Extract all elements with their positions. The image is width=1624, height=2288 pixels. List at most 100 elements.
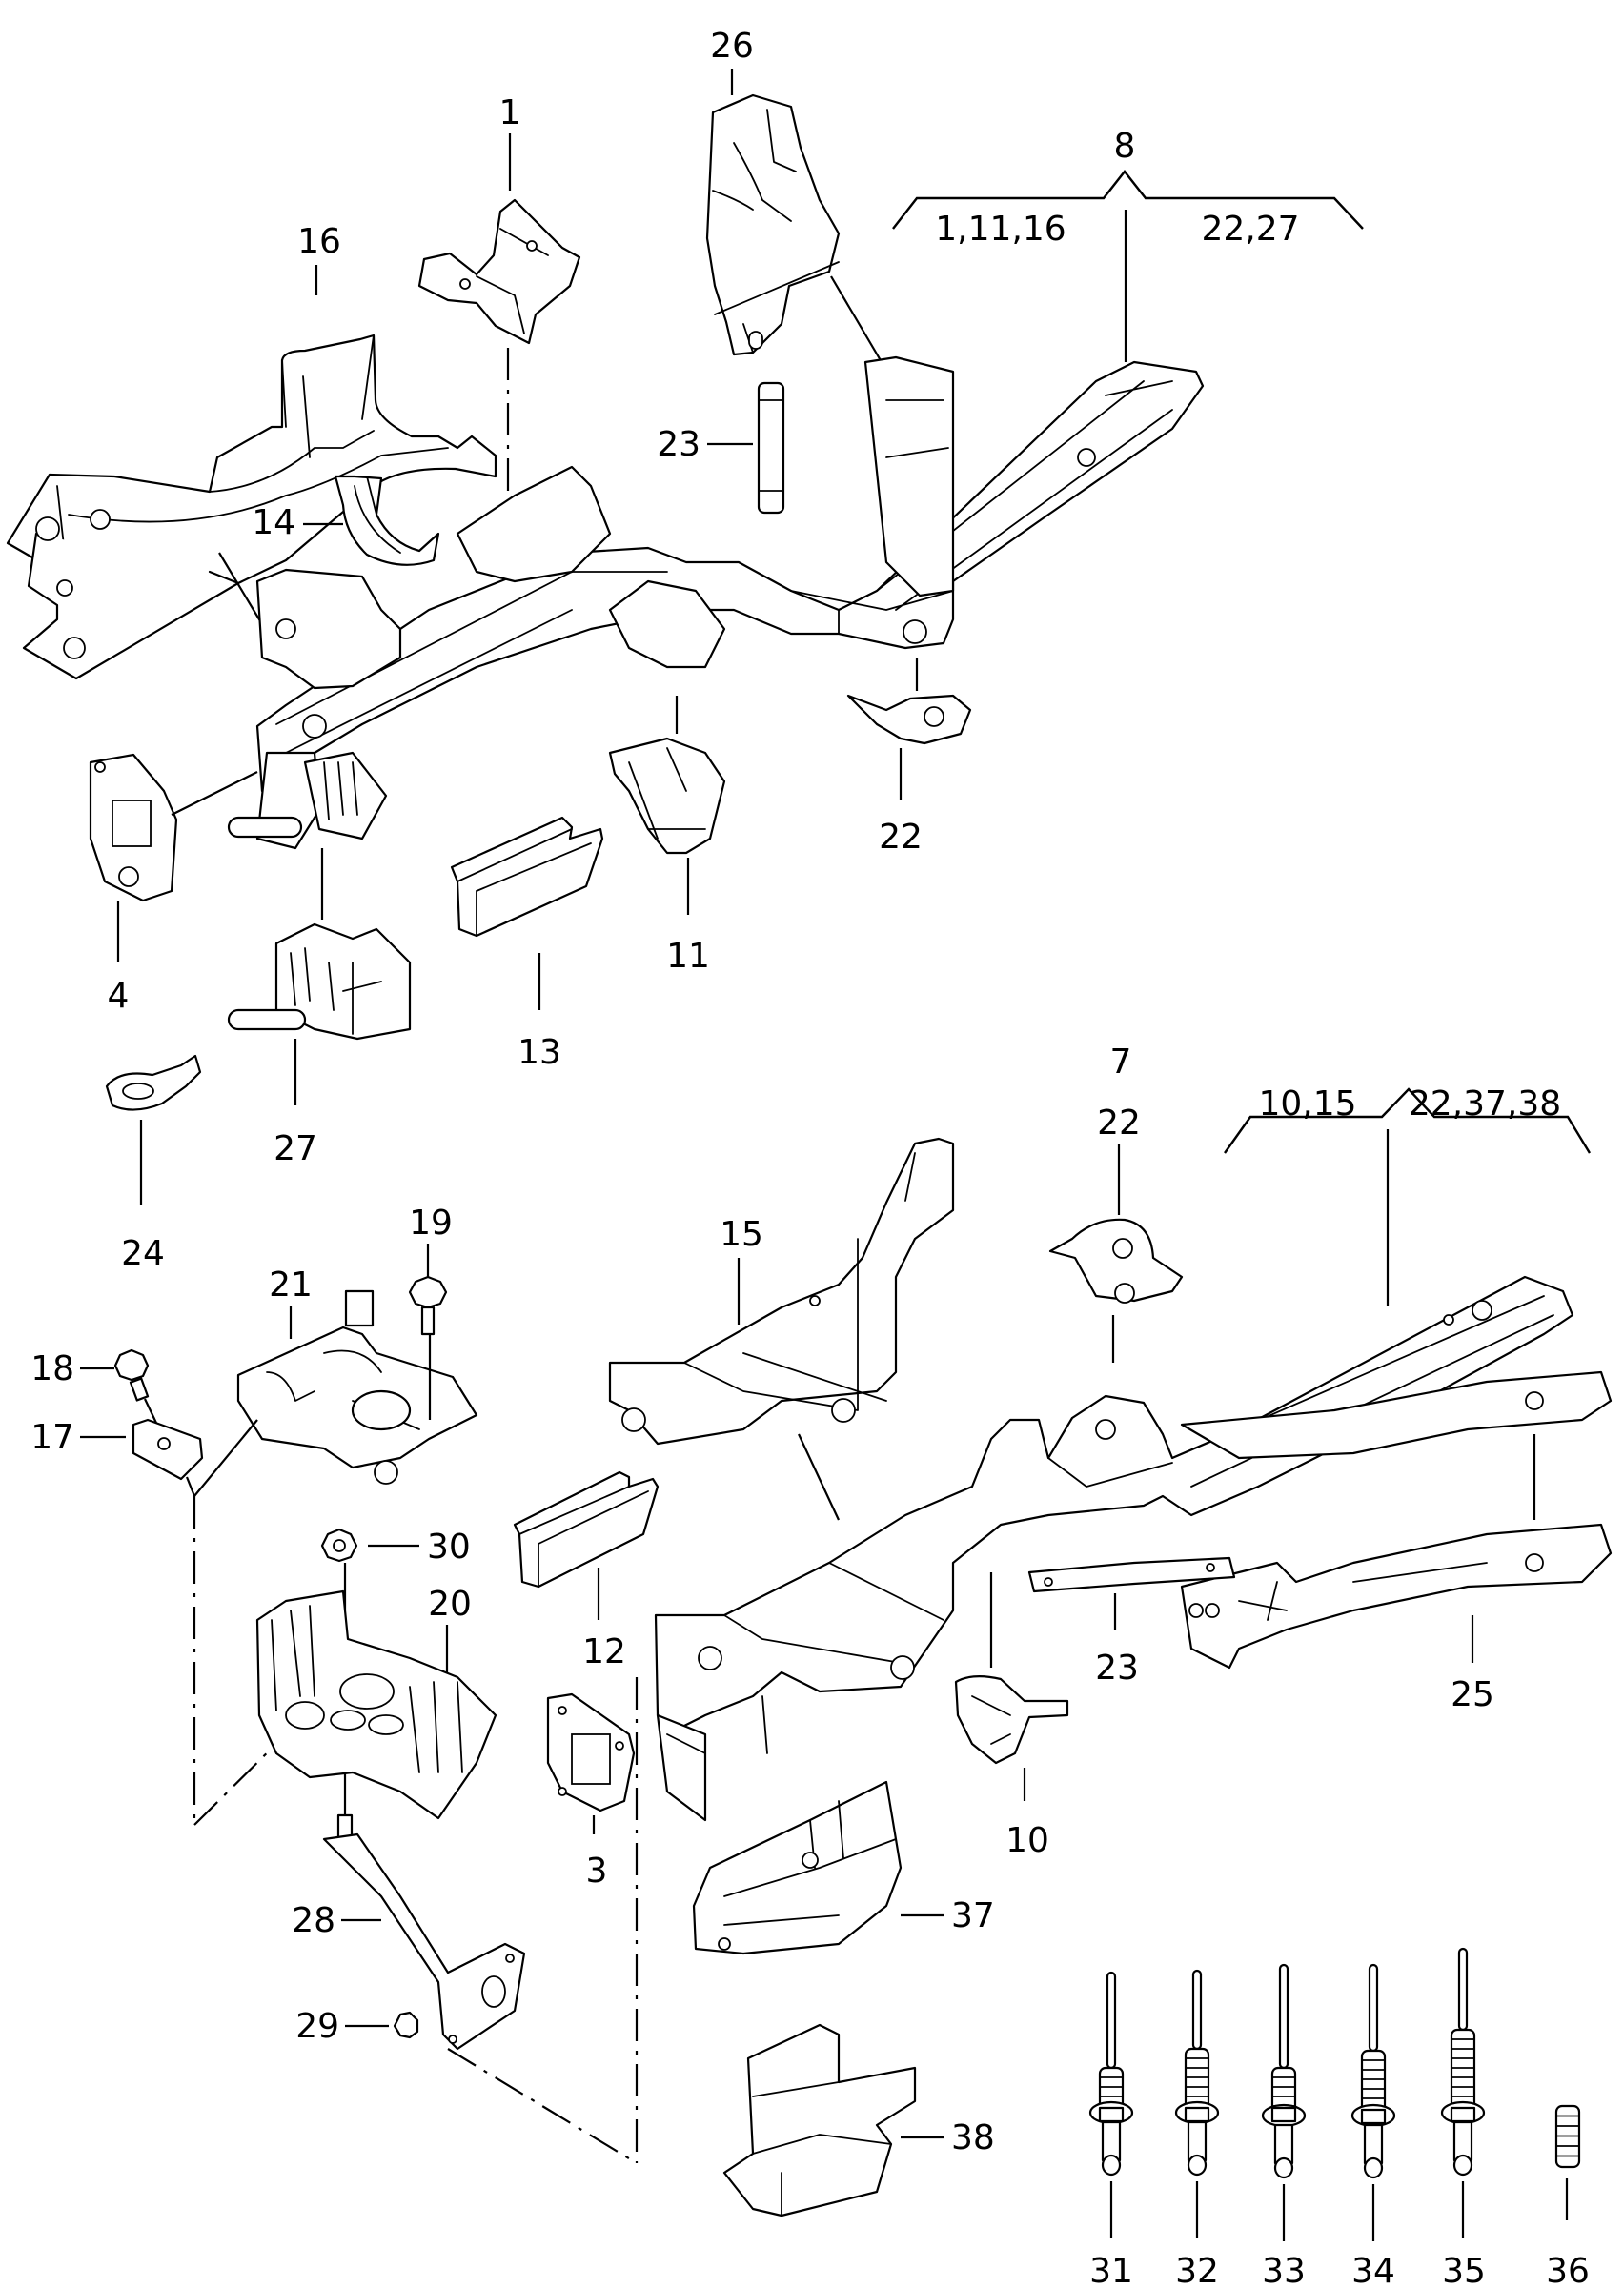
part-14-detail — [354, 476, 401, 554]
part-3-hole3 — [558, 1787, 567, 1796]
assembly-8-brace — [892, 170, 1364, 230]
part-37-hole2 — [718, 1937, 731, 1951]
callout-3: 3 — [586, 1852, 608, 1891]
part-38-detail — [752, 2081, 892, 2217]
part-37-reinforcement: 37 — [692, 1780, 995, 1955]
callout-12: 12 — [582, 1632, 626, 1671]
part-28-shape — [322, 1832, 526, 2051]
part-3-window — [571, 1733, 611, 1785]
part-25-hole2 — [1205, 1603, 1220, 1618]
rivet-mandrel — [1368, 1963, 1379, 2053]
callout-38: 38 — [951, 2118, 995, 2157]
part-11-bracket: 11 — [608, 696, 726, 976]
part-24-eye — [122, 1083, 154, 1100]
frame-8-left-mount — [255, 568, 402, 690]
callout-23-top: 23 — [657, 425, 700, 464]
part-27-mount: 27 — [227, 848, 412, 1168]
callout-32: 32 — [1175, 2252, 1219, 2288]
callout-34: 34 — [1351, 2252, 1395, 2288]
frame-7-hole3 — [1472, 1300, 1492, 1321]
rivet-collar — [1360, 2108, 1387, 2125]
part-16-detail — [56, 334, 449, 573]
part-13-shape — [450, 816, 604, 938]
part-16-hole2 — [90, 509, 111, 530]
frame-7-box-detail — [666, 1695, 768, 1821]
threaded-stud-icon — [1554, 2104, 1581, 2220]
callout-33: 33 — [1262, 2252, 1306, 2288]
part-15-hole2 — [831, 1398, 856, 1423]
part-10-shape — [954, 1675, 1069, 1765]
part-23-tube — [757, 381, 785, 515]
part-15-member: 15 — [608, 1137, 955, 1521]
part-14-bracket: 14 — [252, 475, 440, 566]
part-4-hole — [118, 866, 139, 887]
callout-23-mid: 23 — [1095, 1649, 1139, 1688]
frame-7-arm — [1180, 1370, 1613, 1460]
callout-26: 26 — [710, 27, 754, 66]
frame-8-center-tower — [456, 465, 612, 583]
part-20-hole4 — [285, 1701, 325, 1730]
frame-7-hole — [698, 1646, 722, 1670]
leader-16-link — [218, 552, 263, 625]
callout-17: 17 — [30, 1418, 74, 1457]
rivet-mandrel — [1191, 1969, 1203, 2051]
part-37-shape — [692, 1780, 903, 1955]
part-19-bolt: 19 — [408, 1204, 453, 1420]
callout-22-mid: 22 — [1097, 1104, 1141, 1143]
rivet-collar — [1098, 2106, 1125, 2123]
part-14-shape — [334, 475, 440, 566]
callout-10: 10 — [1005, 1821, 1049, 1860]
callout-28: 28 — [292, 1901, 335, 1940]
part-20-hole2 — [330, 1710, 366, 1731]
part-20-hole3 — [368, 1714, 404, 1735]
callout-30: 30 — [427, 1528, 471, 1567]
part-13-channel: 13 — [450, 816, 604, 1072]
part-3-hole — [558, 1706, 567, 1715]
callout-21: 21 — [269, 1265, 313, 1305]
frame-7-arm-hole — [1525, 1391, 1544, 1410]
part-17-hole — [157, 1437, 171, 1450]
part-22-mid-shape — [1048, 1218, 1184, 1303]
frame-8-hole3 — [903, 619, 927, 644]
frame-8-main — [255, 360, 1205, 793]
rivet-head — [1187, 2154, 1208, 2177]
callout-11: 11 — [666, 937, 710, 976]
part-23-strip: 23 — [1027, 1556, 1236, 1688]
part-24-shape — [105, 1054, 202, 1111]
frame-7-hole2 — [890, 1655, 915, 1680]
part-22-top-shape — [846, 694, 972, 745]
part-12-detail — [518, 1486, 649, 1588]
part-16-hole4 — [63, 637, 86, 659]
frame-8-hole4 — [1077, 448, 1096, 467]
frame-8-upright-detail — [885, 399, 949, 458]
frame-8-pin — [227, 816, 303, 839]
assembly-7-right-group: 22,37,38 — [1409, 1084, 1561, 1124]
callout-15: 15 — [720, 1215, 763, 1254]
part-27-pin — [227, 1008, 307, 1031]
part-17-clip: 17 — [30, 1418, 204, 1481]
part-21-shape — [236, 1326, 478, 1469]
rivet-collar — [1450, 2106, 1476, 2123]
assembly-8-right-group: 22,27 — [1201, 210, 1299, 249]
part-21-foot — [374, 1460, 398, 1485]
part-38-reinforcement: 38 — [722, 2023, 995, 2217]
part-10-bracket: 10 — [954, 1572, 1069, 1860]
part-29-nut: 29 — [295, 2007, 419, 2046]
part-12-channel: 12 — [513, 1470, 660, 1671]
callout-19: 19 — [409, 1204, 453, 1243]
part-30-nut: 30 — [320, 1528, 471, 1610]
part-4-hole2 — [94, 761, 106, 773]
part-3-hole2 — [615, 1741, 624, 1751]
rivet-mandrel — [1457, 1947, 1469, 2032]
part-16-hole3 — [56, 579, 73, 597]
part-23-mid-hole — [1044, 1577, 1053, 1587]
part-25-hole — [1188, 1603, 1204, 1618]
blind-rivet-icon — [1350, 1963, 1396, 2241]
part-23-mid-hole2 — [1206, 1563, 1215, 1572]
leader-4-link — [171, 771, 258, 816]
callout-27: 27 — [274, 1129, 317, 1168]
part-24-towing-eye: 24 — [105, 1054, 202, 1273]
callout-4: 4 — [108, 977, 130, 1016]
leader-15-link — [798, 1433, 840, 1521]
